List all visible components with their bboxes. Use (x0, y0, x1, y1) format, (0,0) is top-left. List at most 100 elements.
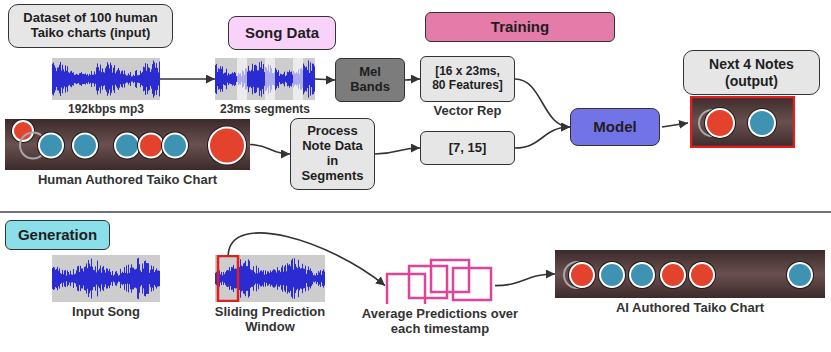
figure-caption: 23ms segments (205, 103, 325, 117)
figure-caption: Sliding Prediction Window (200, 305, 340, 335)
don-note (661, 263, 685, 287)
don-note (209, 128, 245, 164)
process-box: Model (570, 108, 660, 146)
process-box: Dataset of 100 human Taiko charts (input… (8, 4, 173, 48)
process-box: Training (425, 12, 615, 42)
waveform (53, 258, 160, 299)
note-shadow (71, 132, 99, 160)
ka-note (73, 134, 97, 158)
note-shadow (688, 261, 716, 289)
box-outline: Generation (5, 220, 110, 250)
waveform (216, 258, 325, 298)
segment-gap (293, 58, 303, 100)
captioned-figure: 192kbps mp3 (52, 58, 160, 117)
process-box: Song Data (228, 16, 336, 50)
note-shadow (113, 132, 141, 160)
note-shadow (568, 261, 596, 289)
box-caption: Vector Rep (420, 104, 515, 119)
figure (385, 258, 495, 304)
connector-arrow (250, 145, 290, 155)
box-outline: [16 x 23ms, 80 Features] (420, 56, 515, 102)
box-label: Dataset of 100 human Taiko charts (input… (15, 11, 166, 41)
segment-gap (237, 58, 247, 100)
box-label: Process Note Data in Segments (297, 124, 368, 184)
figure-caption: AI Authored Taiko Chart (555, 301, 825, 316)
connector-arrow (375, 148, 420, 154)
figure-caption: Average Predictions over each timestamp (348, 307, 533, 337)
connector-arrow (515, 79, 570, 127)
window-marker (218, 256, 238, 301)
process-box: Next 4 Notes (output) (683, 50, 820, 95)
box-label: Training (491, 18, 549, 35)
prediction-window (387, 274, 425, 304)
note-shadow (598, 261, 626, 289)
note-shadow (704, 107, 736, 139)
captioned-figure: 23ms segments (215, 58, 315, 117)
captioned-figure: Input Song (52, 255, 160, 320)
don-note (706, 109, 734, 137)
ka-note (115, 134, 139, 158)
connector-arrow (515, 127, 570, 148)
process-box: [7, 15] (420, 131, 515, 165)
box-label: Next 4 Notes (output) (690, 56, 813, 88)
process-box: Generation (5, 220, 110, 250)
process-box: Mel Bands (335, 58, 405, 102)
chart-lane (5, 119, 250, 170)
output-arrow (662, 123, 688, 127)
prediction-window (453, 268, 491, 300)
box-outline: [7, 15] (420, 131, 515, 165)
box-outline: Training (425, 12, 615, 42)
ka-note (749, 110, 775, 136)
note-shadow (628, 261, 656, 289)
note-shadow (786, 261, 814, 289)
wave-background (52, 255, 160, 302)
process-box: [16 x 23ms, 80 Features] Vector Rep (420, 56, 515, 119)
box-label: Song Data (245, 24, 319, 41)
section-divider (0, 211, 831, 213)
note-shadow (161, 132, 189, 160)
don-note (690, 263, 714, 287)
figure (52, 255, 160, 302)
box-outline: Song Data (228, 16, 336, 50)
box-label: Model (593, 118, 636, 135)
captioned-figure: AI Authored Taiko Chart (555, 250, 825, 316)
output-chart (690, 96, 795, 148)
box-label: [7, 15] (449, 141, 487, 156)
connector-arrow (495, 274, 555, 286)
box-outline: Next 4 Notes (output) (683, 50, 820, 95)
wave-background (215, 255, 325, 302)
captioned-figure: Average Predictions over each timestamp (385, 258, 495, 337)
box-label: Mel Bands (342, 65, 398, 95)
waveform (53, 60, 160, 97)
figure (215, 255, 325, 302)
connector-arrow (315, 79, 335, 80)
figure-caption: 192kbps mp3 (46, 103, 166, 117)
note-shadow (37, 132, 65, 160)
note-shadow (747, 108, 777, 138)
wave-background (52, 58, 160, 100)
note-shadow (207, 126, 247, 166)
box-outline: Model (570, 108, 660, 146)
box-outline: Mel Bands (335, 58, 405, 102)
ka-note (600, 263, 624, 287)
segment-gap (265, 58, 275, 100)
process-box: Process Note Data in Segments (290, 118, 375, 190)
output-frame (691, 97, 794, 147)
note-shadow (11, 119, 35, 143)
don-note (139, 134, 163, 158)
box-label: [16 x 23ms, 80 Features] (427, 65, 508, 93)
figure-caption: Human Authored Taiko Chart (5, 173, 250, 188)
figure (555, 250, 825, 298)
ka-note (630, 263, 654, 287)
chart-lane (690, 96, 795, 148)
figure (52, 58, 160, 100)
captioned-figure: Human Authored Taiko Chart (5, 119, 250, 188)
figure (5, 119, 250, 170)
figure (215, 58, 315, 100)
figure-caption: Input Song (46, 305, 166, 320)
ka-note (788, 263, 812, 287)
ka-note (163, 134, 187, 158)
note-shadow (137, 132, 165, 160)
captioned-figure: Sliding Prediction Window (215, 255, 325, 335)
